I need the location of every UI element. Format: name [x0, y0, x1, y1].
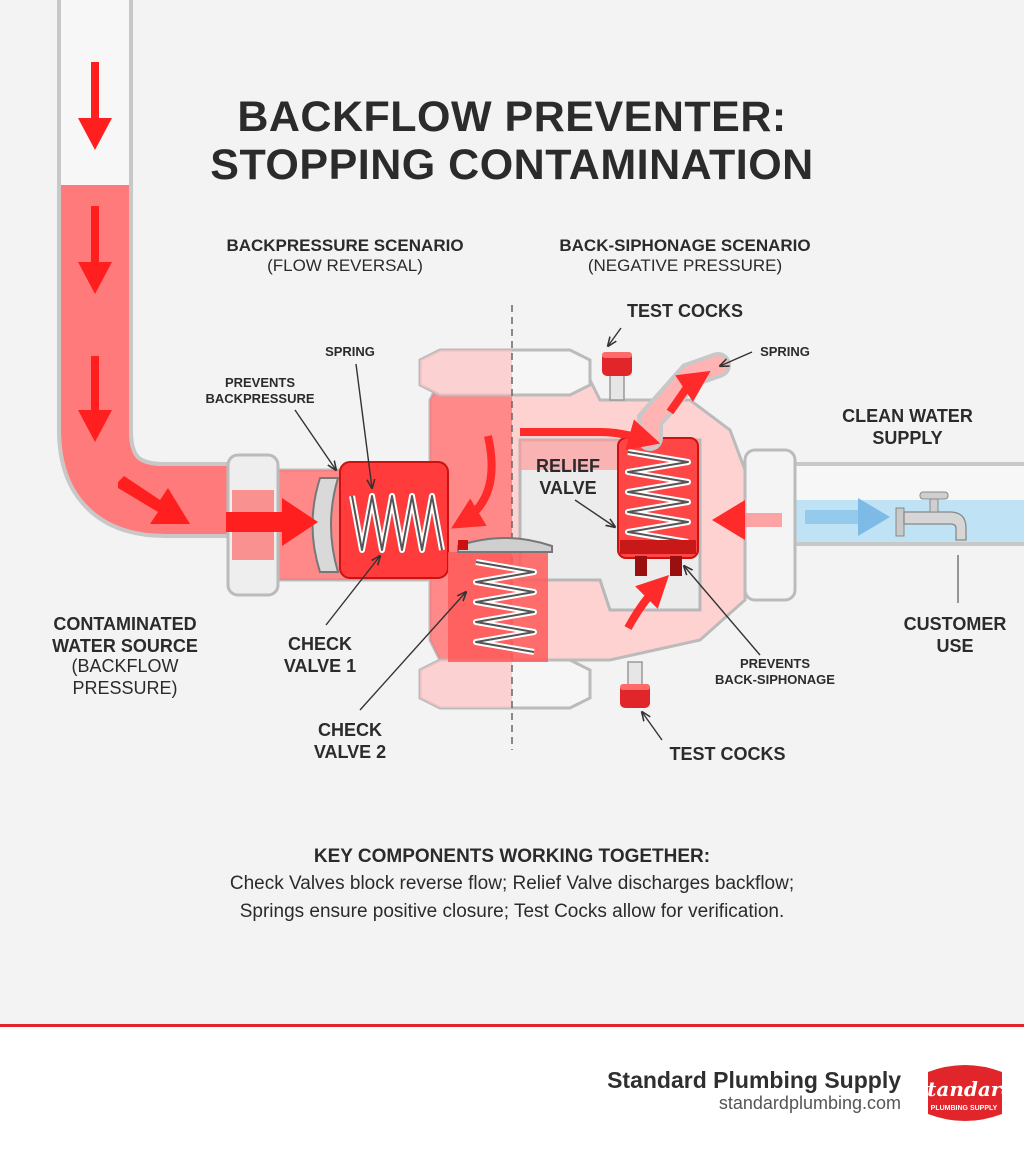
spring-label-right: SPRING: [760, 344, 810, 359]
backpressure-scenario-title: BACKPRESSURE SCENARIO: [226, 236, 464, 255]
check-valve-2: [448, 537, 553, 662]
backsiphonage-scenario-subtitle: (NEGATIVE PRESSURE): [587, 256, 783, 275]
test-cock-icon: [602, 352, 632, 401]
key-components-title: KEY COMPONENTS WORKING TOGETHER:: [313, 846, 711, 867]
page-title: BACKFLOW PREVENTER: STOPPING CONTAMINATI…: [0, 93, 1024, 189]
test-cocks-label-bottom: TEST COCKS: [669, 744, 786, 764]
contaminated-water-fill: [61, 185, 240, 534]
red-flow-arrow: [520, 419, 661, 451]
company-logo: Standard PLUMBING SUPPLY: [920, 1065, 1010, 1121]
svg-text:PLUMBING SUPPLY: PLUMBING SUPPLY: [931, 1105, 998, 1112]
faucet-icon: [895, 491, 967, 603]
key-components-line-2: Springs ensure positive closure; Test Co…: [239, 901, 785, 922]
red-flow-arrow: [666, 370, 711, 415]
backsiphonage-scenario-heading: BACK-SIPHONAGE SCENARIO (NEGATIVE PRESSU…: [530, 236, 840, 276]
leader-lines: [294, 327, 761, 741]
red-flow-arrow: [451, 435, 496, 529]
footer: Standard Plumbing Supply standardplumbin…: [0, 1024, 1024, 1157]
test-cocks-label-top: TEST COCKS: [626, 301, 743, 321]
backflow-diagram: [57, 0, 1024, 750]
bonnet-nut-top: [418, 348, 592, 397]
svg-text:Standard: Standard: [920, 1077, 1010, 1101]
title-line-2: STOPPING CONTAMINATION: [210, 141, 814, 190]
title-line-1: BACKFLOW PREVENTER:: [237, 93, 787, 141]
key-components-line-1: Check Valves block reverse flow; Relief …: [229, 873, 795, 894]
red-flow-arrow: [118, 476, 318, 546]
red-flow-arrow: [624, 574, 670, 630]
blue-flow-arrow: [805, 498, 890, 536]
red-flow-arrow: [712, 500, 782, 540]
red-flow-arrow: [78, 62, 112, 442]
company-url[interactable]: standardplumbing.com: [718, 1093, 901, 1113]
relief-valve: [617, 437, 699, 576]
backpressure-scenario-heading: BACKPRESSURE SCENARIO (FLOW REVERSAL): [195, 236, 495, 276]
outlet-pipe: [760, 462, 1024, 546]
company-name: Standard Plumbing Supply: [607, 1067, 901, 1093]
spring-icon: [349, 493, 445, 553]
key-components-block: KEY COMPONENTS WORKING TOGETHER: Check V…: [0, 846, 1024, 923]
bonnet-nut-bottom: [418, 658, 592, 710]
test-cock-icon: [620, 661, 650, 708]
backsiphonage-scenario-title: BACK-SIPHONAGE SCENARIO: [559, 236, 811, 255]
backpressure-scenario-subtitle: (FLOW REVERSAL): [267, 256, 423, 275]
spring-label-left: SPRING: [325, 344, 375, 359]
